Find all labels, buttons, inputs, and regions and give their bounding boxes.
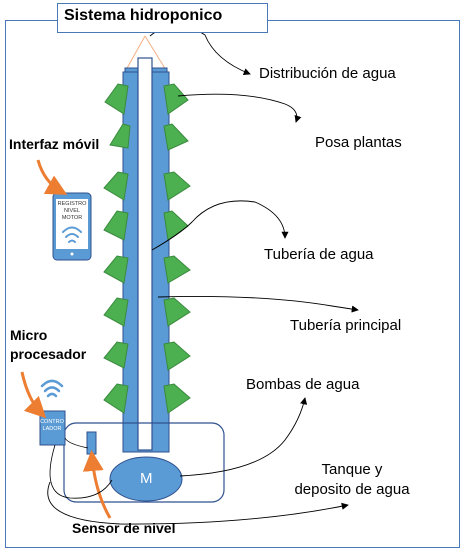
label-tank-line2: deposito de agua: [294, 481, 410, 498]
wire-controller-tank: [64, 437, 89, 449]
water-tank: [63, 422, 225, 503]
controller-wifi-icon: [40, 379, 64, 398]
phone-device: [52, 192, 92, 261]
motor-label: M: [140, 470, 153, 487]
leader-water-pipe: [151, 200, 289, 251]
phone-line2: NIVEL: [64, 208, 80, 214]
phone-line3: MOTOR: [61, 215, 83, 221]
plant-holders-left: [103, 83, 131, 414]
leader-pumps: [179, 397, 308, 477]
controller-line1: CONTRO: [40, 419, 64, 425]
arrow-microprocessor: [20, 371, 47, 419]
label-tank-line1: Tanque y: [321, 461, 383, 478]
phone-wifi-icon: [62, 226, 82, 243]
label-level-sensor: Sensor de nivel: [72, 520, 176, 536]
arrow-mobile-interface: [36, 159, 68, 195]
label-micro-line2: procesador: [10, 346, 87, 362]
leader-plant-holders: [177, 93, 302, 123]
diagram-title: Sistema hidroponico: [64, 7, 223, 24]
label-water-distribution: Distribución de agua: [259, 65, 396, 82]
arrow-level-sensor: [82, 450, 112, 519]
plant-holders-right: [163, 83, 191, 414]
phone-line1: REGISTRO: [57, 201, 87, 207]
label-main-pipe: Tubería principal: [290, 317, 402, 334]
label-plant-holders: Posa plantas: [315, 134, 402, 151]
pump-motor: [109, 456, 183, 502]
leader-main-pipe: [157, 295, 359, 313]
inner-water-pipe: [137, 57, 153, 451]
label-micro-line1: Micro: [10, 327, 48, 343]
label-mobile-interface: Interfaz móvil: [9, 136, 100, 152]
leader-tank: [47, 481, 349, 525]
wire-controller-motor: [49, 444, 113, 499]
title-box: Sistema hidroponico: [57, 3, 268, 33]
label-water-pipe: Tubería de agua: [264, 246, 374, 263]
controller-line2: LADOR: [42, 426, 62, 432]
label-water-pumps: Bombas de agua: [246, 376, 360, 393]
level-sensor: [86, 431, 97, 455]
